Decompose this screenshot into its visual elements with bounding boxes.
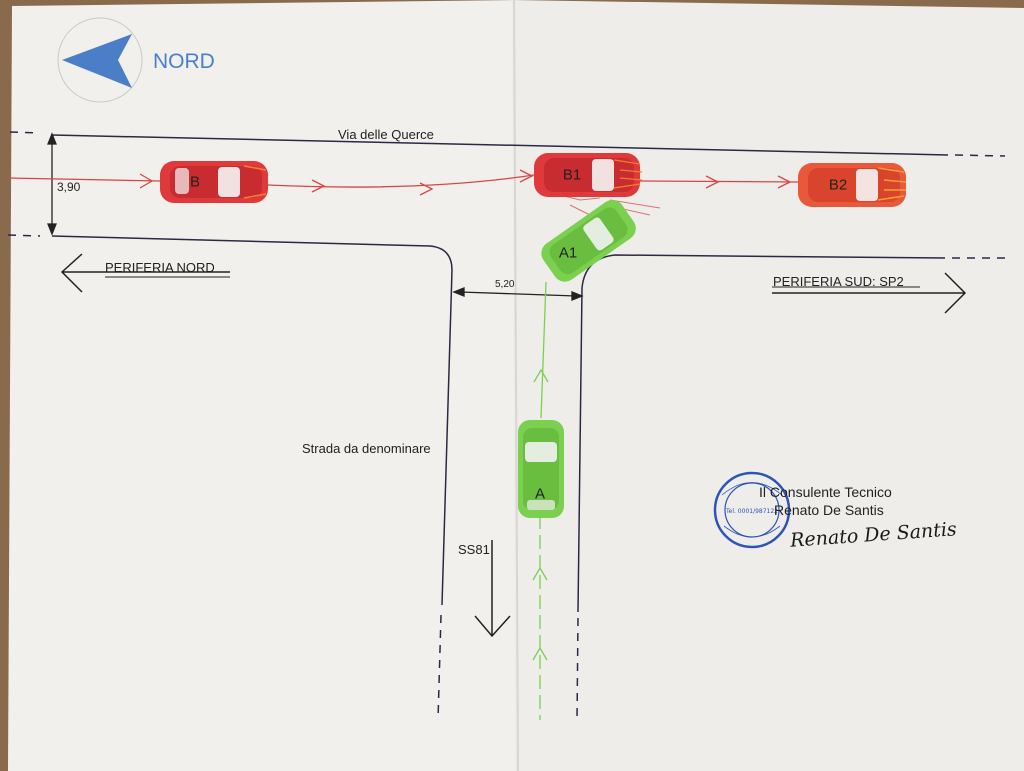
car-a — [518, 420, 564, 518]
side-road-dash-right — [576, 617, 579, 721]
main-road-width-dimension — [47, 132, 57, 236]
north-compass — [57, 17, 143, 103]
svg-text:Tel. 0001/987122: Tel. 0001/987122 — [725, 508, 778, 515]
car-b2-label: B2 — [828, 176, 848, 194]
paper-right-sheet — [512, 0, 1024, 771]
car-b1-label: B1 — [562, 166, 582, 184]
car-a1-label: A1 — [558, 244, 578, 262]
car-a-label: A — [534, 485, 546, 503]
signature-title: Il Consulente Tecnico — [759, 484, 892, 500]
direction-right-label: PERIFERIA SUD: SP2 — [773, 274, 904, 289]
main-road-bottom-left-edge — [51, 235, 453, 606]
road-ref-label: SS81 — [458, 542, 490, 557]
car-b — [160, 161, 268, 203]
main-road-name: Via delle Querce — [338, 127, 434, 142]
main-road-width-label: 3,90 — [57, 180, 81, 194]
north-arrow-icon — [62, 34, 132, 88]
paper-fold — [513, 0, 519, 771]
main-road-top-edge — [51, 134, 949, 156]
car-b1 — [534, 153, 643, 197]
signature-name: Renato De Santis — [774, 502, 884, 518]
side-road-dash-left — [437, 614, 442, 721]
direction-arrows — [60, 253, 967, 638]
main-road-bottom-dash-left — [7, 234, 41, 237]
trajectory-b — [7, 169, 799, 196]
paper-left-sheet — [8, 0, 520, 771]
compass-label: NORD — [153, 50, 215, 73]
direction-left-label: PERIFERIA NORD — [105, 260, 215, 275]
side-road-name: Strada da denominare — [302, 441, 431, 456]
arrow-left-icon — [60, 253, 230, 293]
car-a1 — [541, 199, 636, 282]
side-road-width-label: 5,20 — [495, 279, 515, 290]
arrow-right-icon — [772, 272, 967, 314]
arrow-down-icon — [474, 540, 511, 638]
main-road-top-dash-left — [9, 131, 41, 134]
car-b2 — [798, 163, 907, 207]
compass-circle — [57, 17, 143, 103]
car-b-label: B — [189, 173, 201, 191]
consultant-stamp: Tel. 0001/987122 — [713, 471, 791, 549]
side-road-width-dimension — [452, 287, 584, 301]
